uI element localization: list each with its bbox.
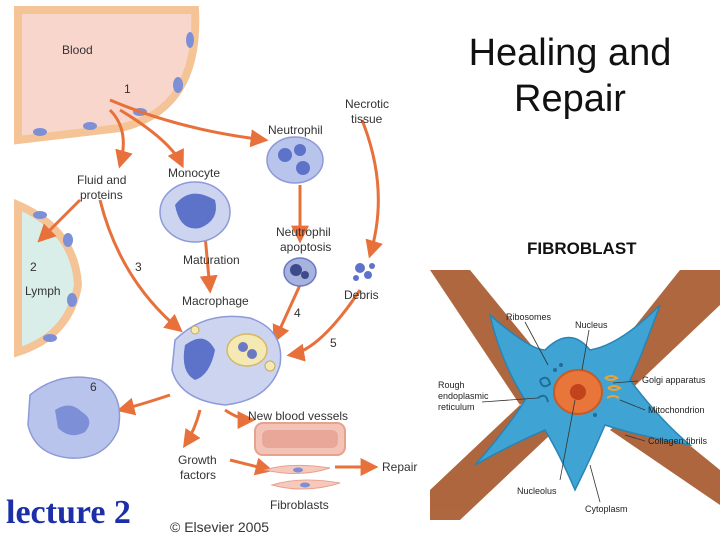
debris xyxy=(353,263,375,281)
label-fluid-1: Fluid and xyxy=(77,173,126,187)
label-step-6: 6 xyxy=(90,380,97,394)
label-nucleolus: Nucleolus xyxy=(517,486,557,496)
label-step-1: 1 xyxy=(124,82,131,96)
label-fibroblasts: Fibroblasts xyxy=(270,498,329,512)
label-debris: Debris xyxy=(344,288,379,302)
label-ribosomes: Ribosomes xyxy=(506,312,552,322)
label-necrotic-1: Necrotic xyxy=(345,97,389,111)
apoptotic-neutrophil xyxy=(284,258,316,286)
label-macrophage: Macrophage xyxy=(182,294,249,308)
label-cytoplasm: Cytoplasm xyxy=(585,504,628,514)
nucleolus xyxy=(570,384,586,400)
label-maturation: Maturation xyxy=(183,253,240,267)
neutrophil-cell xyxy=(267,137,323,183)
label-golgi: Golgi apparatus xyxy=(642,375,706,385)
slide-title: Healing and Repair xyxy=(440,30,700,122)
title-line-2: Repair xyxy=(440,76,700,122)
label-collagen: Collagen fibrils xyxy=(648,436,708,446)
label-monocyte: Monocyte xyxy=(168,166,220,180)
label-apoptosis-1: Neutrophil xyxy=(276,225,331,239)
label-rer-3: reticulum xyxy=(438,402,475,412)
fibroblast-diagram: FIBROBLAST xyxy=(430,230,720,530)
label-blood: Blood xyxy=(62,43,93,57)
label-step-3: 3 xyxy=(135,260,142,274)
new-blood-vessel xyxy=(255,423,345,455)
healing-diagram: Blood 1 Necrotic tissue Neutrophil Fluid… xyxy=(0,0,440,540)
resolved-macrophage-cell xyxy=(28,377,120,458)
label-necrotic-2: tissue xyxy=(351,112,383,126)
label-repair: Repair xyxy=(382,460,417,474)
label-apoptosis-2: apoptosis xyxy=(280,240,331,254)
monocyte-cell xyxy=(160,182,230,242)
title-line-1: Healing and xyxy=(440,30,700,76)
fibroblasts xyxy=(265,465,340,489)
label-rer-2: endoplasmic xyxy=(438,391,489,401)
label-neutrophil: Neutrophil xyxy=(268,123,323,137)
label-growth-1: Growth xyxy=(178,453,217,467)
label-new-vessels: New blood vessels xyxy=(248,409,348,423)
label-growth-2: factors xyxy=(180,468,216,482)
label-rer-1: Rough xyxy=(438,380,465,390)
label-fluid-2: proteins xyxy=(80,188,123,202)
label-step-4: 4 xyxy=(294,306,301,320)
label-mitochondrion: Mitochondrion xyxy=(648,405,705,415)
lymph-vessel xyxy=(18,205,78,352)
label-nucleus: Nucleus xyxy=(575,320,608,330)
fibroblast-title: FIBROBLAST xyxy=(527,239,637,258)
macrophage-cell xyxy=(172,316,281,405)
label-lymph: Lymph xyxy=(25,284,61,298)
label-step-2: 2 xyxy=(30,260,37,274)
copyright-notice: © Elsevier 2005 xyxy=(170,519,269,535)
lecture-label: lecture 2 xyxy=(6,494,131,532)
label-step-5: 5 xyxy=(330,336,337,350)
